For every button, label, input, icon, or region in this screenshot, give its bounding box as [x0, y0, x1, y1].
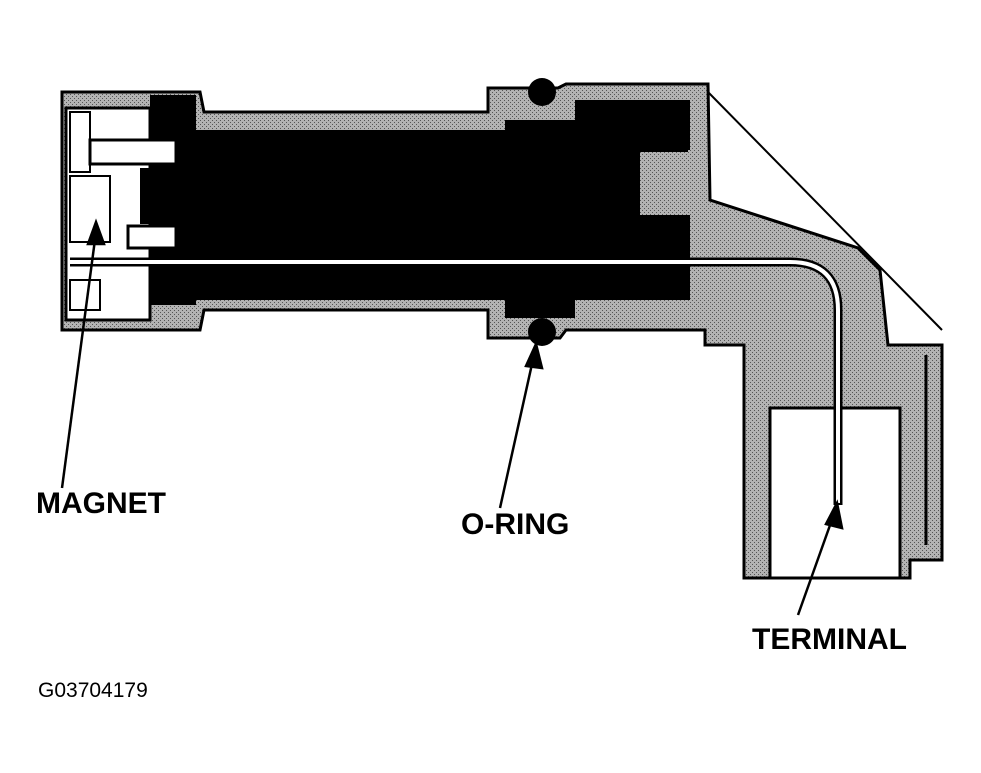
oring-label: O-RING [461, 508, 570, 541]
figure-id: G03704179 [38, 679, 148, 702]
magnet-label: MAGNET [36, 487, 166, 520]
arrowhead-icon [524, 340, 544, 370]
terminal-leader-line [796, 513, 836, 616]
terminal-wire [70, 257, 843, 505]
terminal-label: TERMINAL [752, 623, 907, 656]
magnet-leader-line [60, 231, 98, 489]
o-ring [528, 78, 556, 346]
callout-arrows [60, 218, 844, 616]
magnet-assembly [64, 106, 178, 322]
oring-leader-line [498, 354, 536, 509]
arrowhead-icon [824, 499, 844, 530]
arrowhead-icon [86, 218, 106, 246]
